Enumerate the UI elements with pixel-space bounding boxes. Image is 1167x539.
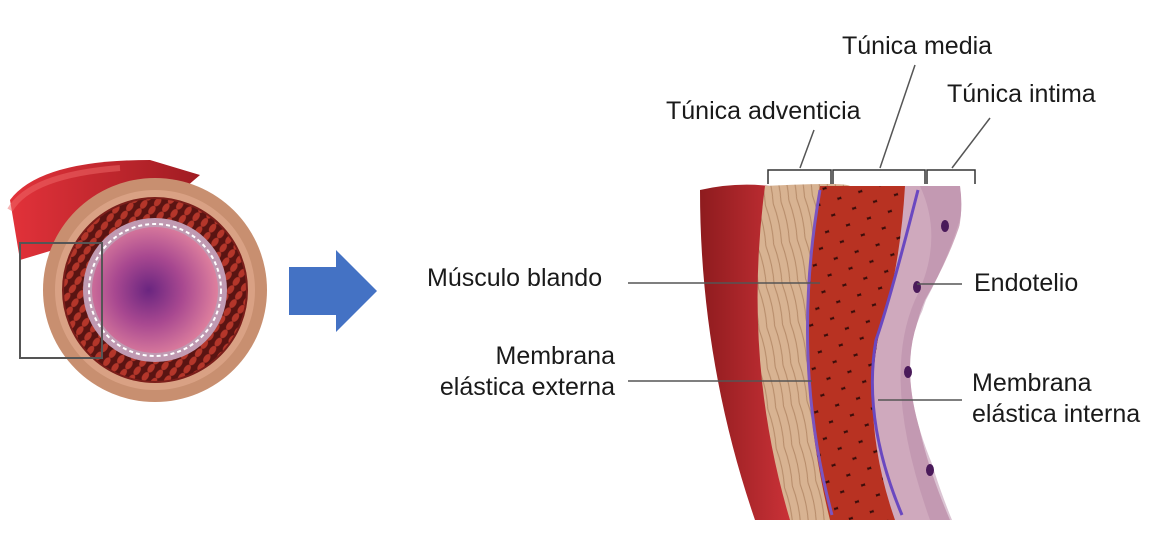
label-tunica-intima: Túnica intima bbox=[947, 79, 1096, 110]
vessel-wall-detail bbox=[700, 184, 970, 520]
label-membrana-interna-line2: elástica interna bbox=[972, 399, 1140, 430]
artery-cross-section bbox=[0, 0, 268, 520]
label-membrana-externa-line2: elástica externa bbox=[432, 372, 615, 403]
label-membrana-externa: Membrana elástica externa bbox=[432, 341, 615, 403]
arrow-right-icon bbox=[289, 250, 377, 332]
label-tunica-media: Túnica media bbox=[842, 31, 992, 62]
label-membrana-interna-line1: Membrana bbox=[972, 368, 1140, 399]
label-endotelio: Endotelio bbox=[974, 268, 1078, 299]
label-membrana-externa-line1: Membrana bbox=[432, 341, 615, 372]
label-musculo-blando: Músculo blando bbox=[427, 263, 602, 294]
label-tunica-adventicia: Túnica adventicia bbox=[666, 96, 861, 127]
label-membrana-interna: Membrana elástica interna bbox=[972, 368, 1140, 430]
layer-brackets bbox=[768, 170, 975, 184]
